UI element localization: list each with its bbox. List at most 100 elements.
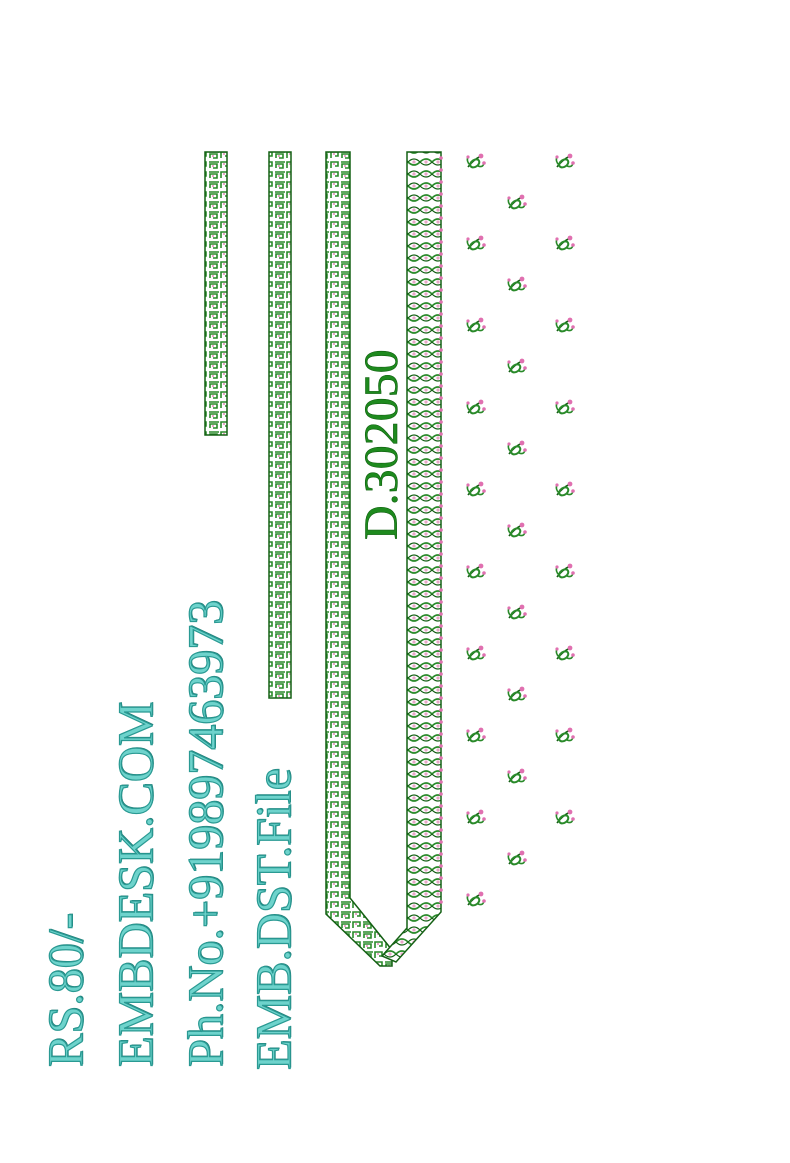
- picot-dot: [439, 492, 443, 496]
- picot-dot: [439, 708, 443, 712]
- picot-dot: [439, 408, 443, 412]
- picot-dot: [439, 756, 443, 760]
- picot-dot: [439, 732, 443, 736]
- neckline-lace-inner: [380, 151, 443, 963]
- picot-dot: [439, 588, 443, 592]
- picot-dot: [439, 432, 443, 436]
- floral-motif: [465, 890, 487, 909]
- picot-dot: [439, 576, 443, 580]
- picot-dot: [439, 660, 443, 664]
- picot-dot: [439, 876, 443, 880]
- floral-motif: [506, 685, 528, 704]
- floral-motif: [554, 726, 576, 745]
- picot-dot: [439, 276, 443, 280]
- picot-dot: [439, 852, 443, 856]
- floral-motif: [465, 644, 487, 663]
- file-type-label: EMB.DST.File: [244, 768, 301, 1071]
- picot-dot: [439, 768, 443, 772]
- picot-dot: [439, 624, 443, 628]
- picot-dot: [439, 780, 443, 784]
- picot-dot: [439, 720, 443, 724]
- picot-dot: [439, 792, 443, 796]
- picot-dot: [439, 612, 443, 616]
- floral-motif: [554, 152, 576, 171]
- picot-dot: [439, 300, 443, 304]
- floral-motif: [554, 644, 576, 663]
- picot-dot: [439, 264, 443, 268]
- floral-motif-buti: [465, 152, 576, 909]
- floral-motif: [465, 234, 487, 253]
- picot-dot: [439, 744, 443, 748]
- floral-motif: [554, 234, 576, 253]
- picot-dot: [439, 564, 443, 568]
- picot-dot: [439, 456, 443, 460]
- picot-dot: [439, 468, 443, 472]
- picot-dot: [439, 696, 443, 700]
- picot-dot: [439, 888, 443, 892]
- picot-dot: [439, 288, 443, 292]
- floral-motif: [506, 193, 528, 212]
- picot-dot: [439, 252, 443, 256]
- picot-dot: [439, 672, 443, 676]
- neckline-lace-outer: [325, 151, 393, 967]
- floral-motif: [506, 357, 528, 376]
- floral-motif: [465, 480, 487, 499]
- picot-dot: [439, 360, 443, 364]
- floral-motif: [465, 562, 487, 581]
- picot-dot: [439, 804, 443, 808]
- picot-dot: [439, 552, 443, 556]
- picot-dot: [439, 444, 443, 448]
- picot-dot: [439, 372, 443, 376]
- floral-motif: [554, 808, 576, 827]
- picot-dot: [439, 240, 443, 244]
- floral-motif: [465, 808, 487, 827]
- picot-dot: [439, 228, 443, 232]
- picot-dot: [439, 840, 443, 844]
- picot-dot: [439, 480, 443, 484]
- picot-dot: [439, 816, 443, 820]
- floral-motif: [554, 398, 576, 417]
- floral-motif: [554, 316, 576, 335]
- floral-motif: [465, 152, 487, 171]
- floral-motif: [506, 767, 528, 786]
- floral-motif: [506, 603, 528, 622]
- picot-dot: [439, 384, 443, 388]
- phone-label: Ph.No.+919897463973: [176, 599, 233, 1067]
- picot-dot: [439, 156, 443, 160]
- picot-dot: [439, 540, 443, 544]
- picot-dot: [439, 192, 443, 196]
- picot-dot: [439, 636, 443, 640]
- picot-dot: [439, 684, 443, 688]
- floral-motif: [554, 480, 576, 499]
- picot-dot: [439, 900, 443, 904]
- floral-motif: [506, 439, 528, 458]
- picot-dot: [439, 516, 443, 520]
- picot-dot: [439, 600, 443, 604]
- floral-motif: [506, 275, 528, 294]
- picot-dot: [439, 324, 443, 328]
- picot-dot: [439, 528, 443, 532]
- price-label: RS.80/-: [36, 912, 93, 1067]
- floral-motif: [465, 398, 487, 417]
- border-lace-long: [268, 151, 292, 699]
- website-label: EMBDESK.COM: [106, 701, 163, 1068]
- floral-motif: [465, 726, 487, 745]
- picot-dot: [439, 216, 443, 220]
- picot-dot: [439, 348, 443, 352]
- design-code-label: D.302050: [355, 349, 409, 540]
- picot-dot: [439, 420, 443, 424]
- picot-dot: [439, 396, 443, 400]
- floral-motif: [554, 562, 576, 581]
- floral-motif: [506, 521, 528, 540]
- picot-dot: [439, 312, 443, 316]
- floral-motif: [465, 316, 487, 335]
- floral-motif: [506, 849, 528, 868]
- picot-dot: [439, 648, 443, 652]
- picot-dot: [439, 828, 443, 832]
- picot-dot: [439, 504, 443, 508]
- picot-dot: [439, 180, 443, 184]
- border-lace-short: [204, 151, 228, 436]
- picot-dot: [439, 336, 443, 340]
- picot-dot: [439, 168, 443, 172]
